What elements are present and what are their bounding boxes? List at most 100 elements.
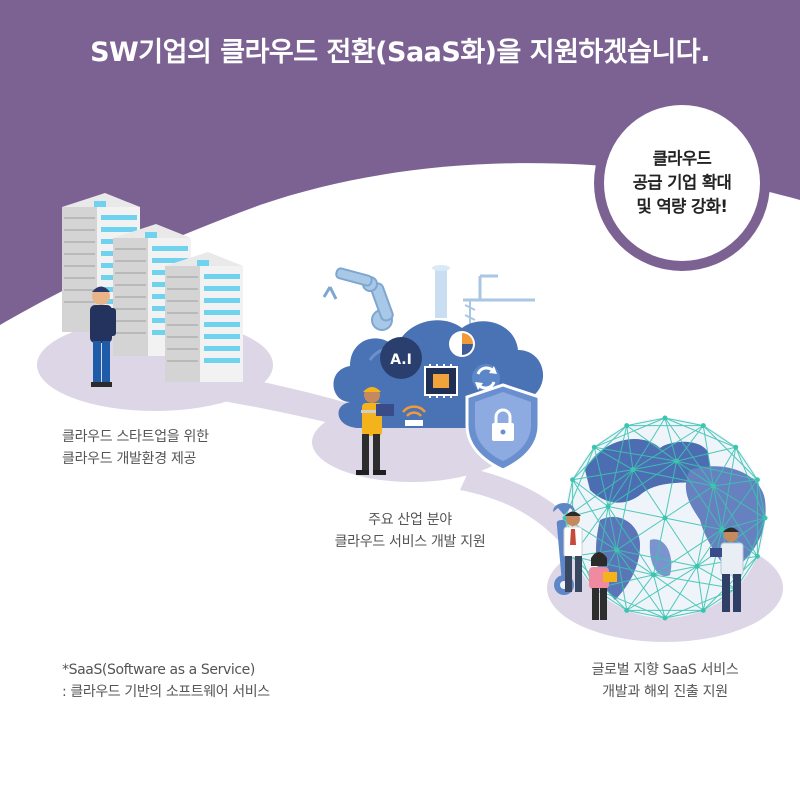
badge-line-2: 공급 기업 확대 [632,173,732,192]
network-link [713,479,758,487]
network-link [664,517,698,567]
network-link [593,447,609,507]
network-link [696,485,714,567]
network-link [696,517,766,567]
badge-line-3: 및 역량 강화! [636,197,728,216]
network-link [664,417,678,462]
businessman-figure-icon [563,511,583,592]
feature-caption-industry: 주요 산업 분야 클라우드 서비스 개발 지원 [300,509,520,553]
network-link [696,566,704,611]
security-shield-icon [465,383,541,472]
network-link [664,417,704,427]
network-link [594,446,677,462]
network-link [676,425,704,462]
network-link [676,460,758,481]
factory-icon [432,265,535,330]
network-node [624,607,630,613]
feature-caption-line: 클라우드 개발환경 제공 [62,451,197,467]
network-link [696,529,723,567]
network-link [664,485,714,519]
analyst-figure-icon [710,527,744,612]
network-link [607,469,634,507]
network-node [614,547,620,553]
network-link [626,565,698,611]
network-link [664,417,714,487]
ai-chip-icon: A.I [380,337,422,379]
feature-caption-line: 주요 산업 분야 [368,512,452,528]
network-node [630,467,636,473]
connector-band-2 [460,468,590,560]
network-node [754,477,760,483]
feature-caption-global: 글로벌 지향 SaaS 서비스 개발과 해외 진출 지원 [550,659,780,703]
ai-chip-label: A.I [390,352,412,368]
network-link [676,446,736,462]
network-link [702,425,736,448]
feature-caption-startup: 클라우드 스타트업을 위한 클라우드 개발환경 제공 [62,426,209,470]
feature-caption-line: 개발과 해외 진출 지원 [602,684,728,700]
network-link [652,574,666,619]
network-link [594,588,628,611]
network-link [653,574,704,611]
network-link [626,425,634,470]
network-link [664,517,722,531]
engineer-figure-icon [90,286,116,387]
network-node [694,563,700,569]
highlight-badge-inner: 클라우드 공급 기업 확대 및 역량 강화! [604,105,760,261]
network-link [712,485,723,530]
network-node [710,483,716,489]
page-title: SW기업의 클라우드 전환(SaaS화)을 지원하겠습니다. [90,37,710,68]
worker-with-laptop-icon [356,387,394,475]
network-node [570,477,576,483]
network-link [702,588,736,611]
highlight-badge: 클라우드 공급 기업 확대 및 역량 강화! [594,95,770,271]
network-node [700,423,706,429]
network-link [713,485,766,519]
network-link [735,447,758,481]
network-link [626,417,666,427]
network-link [721,447,737,530]
network-node [662,515,668,521]
network-link [626,609,666,619]
network-link [564,469,634,519]
network-link [594,425,628,448]
network-link [594,417,666,448]
footnote: *SaaS(Software as a Service) : 클라우드 기반의 … [62,659,270,703]
network-node [719,527,725,533]
network-node [605,503,611,509]
footnote-line: : 클라우드 기반의 소프트웨어 서비스 [62,684,270,700]
network-link [664,461,678,519]
network-link [632,460,677,471]
network-link [626,574,654,611]
network-node [591,444,597,450]
network-link [572,555,654,576]
server-rack-icon [62,193,243,382]
network-link [702,529,723,611]
network-link [632,425,704,471]
network-link [712,485,758,557]
network-link [572,479,609,507]
pie-chart-icon [449,331,475,357]
wifi-router-icon [402,405,426,426]
network-node [662,415,668,421]
network-link [653,565,698,576]
network-node [650,572,656,578]
network-link [626,425,677,462]
robot-arm-icon [322,267,394,331]
network-link [616,549,628,611]
network-link [702,425,714,487]
network-link [616,549,654,576]
network-link [572,479,618,551]
network-link [607,425,628,507]
network-link [676,460,714,487]
network-link [652,517,666,575]
network-link [702,425,758,481]
network-node [662,615,668,621]
network-link [721,479,758,530]
network-link [632,417,666,470]
network-link [616,517,666,551]
woman-figure-icon [589,552,617,620]
network-link [664,609,704,619]
footnote-line: *SaaS(Software as a Service) [62,662,255,678]
